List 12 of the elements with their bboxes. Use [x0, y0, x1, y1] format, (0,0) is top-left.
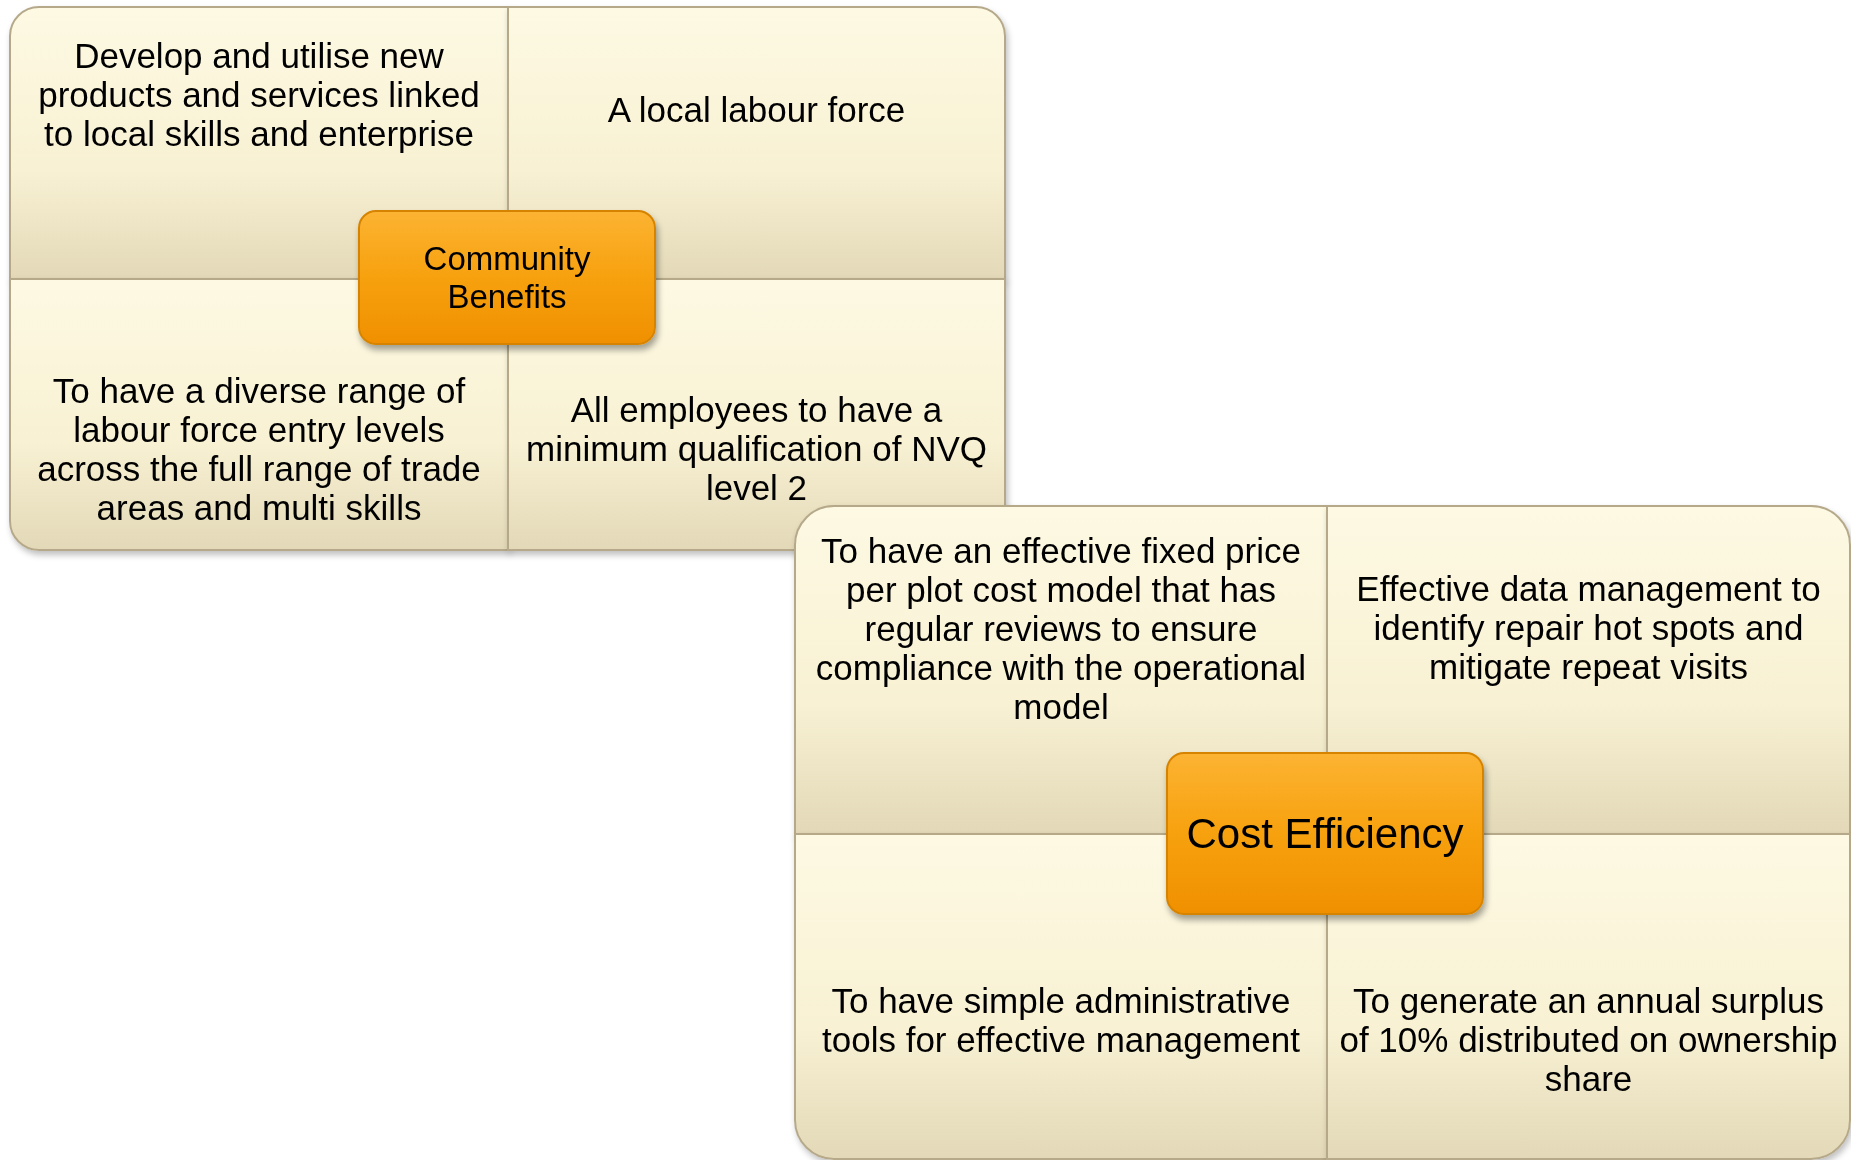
benefit-text: To have a diverse range of labour force entry levels across the full range of trade areas and multi skills — [36, 371, 482, 527]
benefit-text: Develop and utilise new products and services linked to local skills and enterprise — [37, 36, 481, 153]
benefit-text: Effective data management to identify repair hot spots and mitigate repeat visits — [1355, 569, 1822, 686]
heading-text: Cost Efficiency — [1186, 811, 1464, 856]
heading-text: Community Benefits — [422, 239, 592, 316]
center-box — [1166, 752, 1484, 915]
benefit-text: To have simple administrative tools for effective management — [821, 981, 1301, 1059]
benefit-text: To generate an annual surplus of 10% distributed on ownership share — [1338, 981, 1839, 1098]
benefit-text: To have an effective fixed price per plot cost model that has regular reviews to ensure compliance with the operational model — [814, 531, 1308, 726]
benefit-text: A local labour force — [607, 90, 906, 129]
benefit-text: All employees to have a minimum qualification of NVQ level 2 — [525, 390, 988, 507]
center-box — [358, 210, 656, 345]
